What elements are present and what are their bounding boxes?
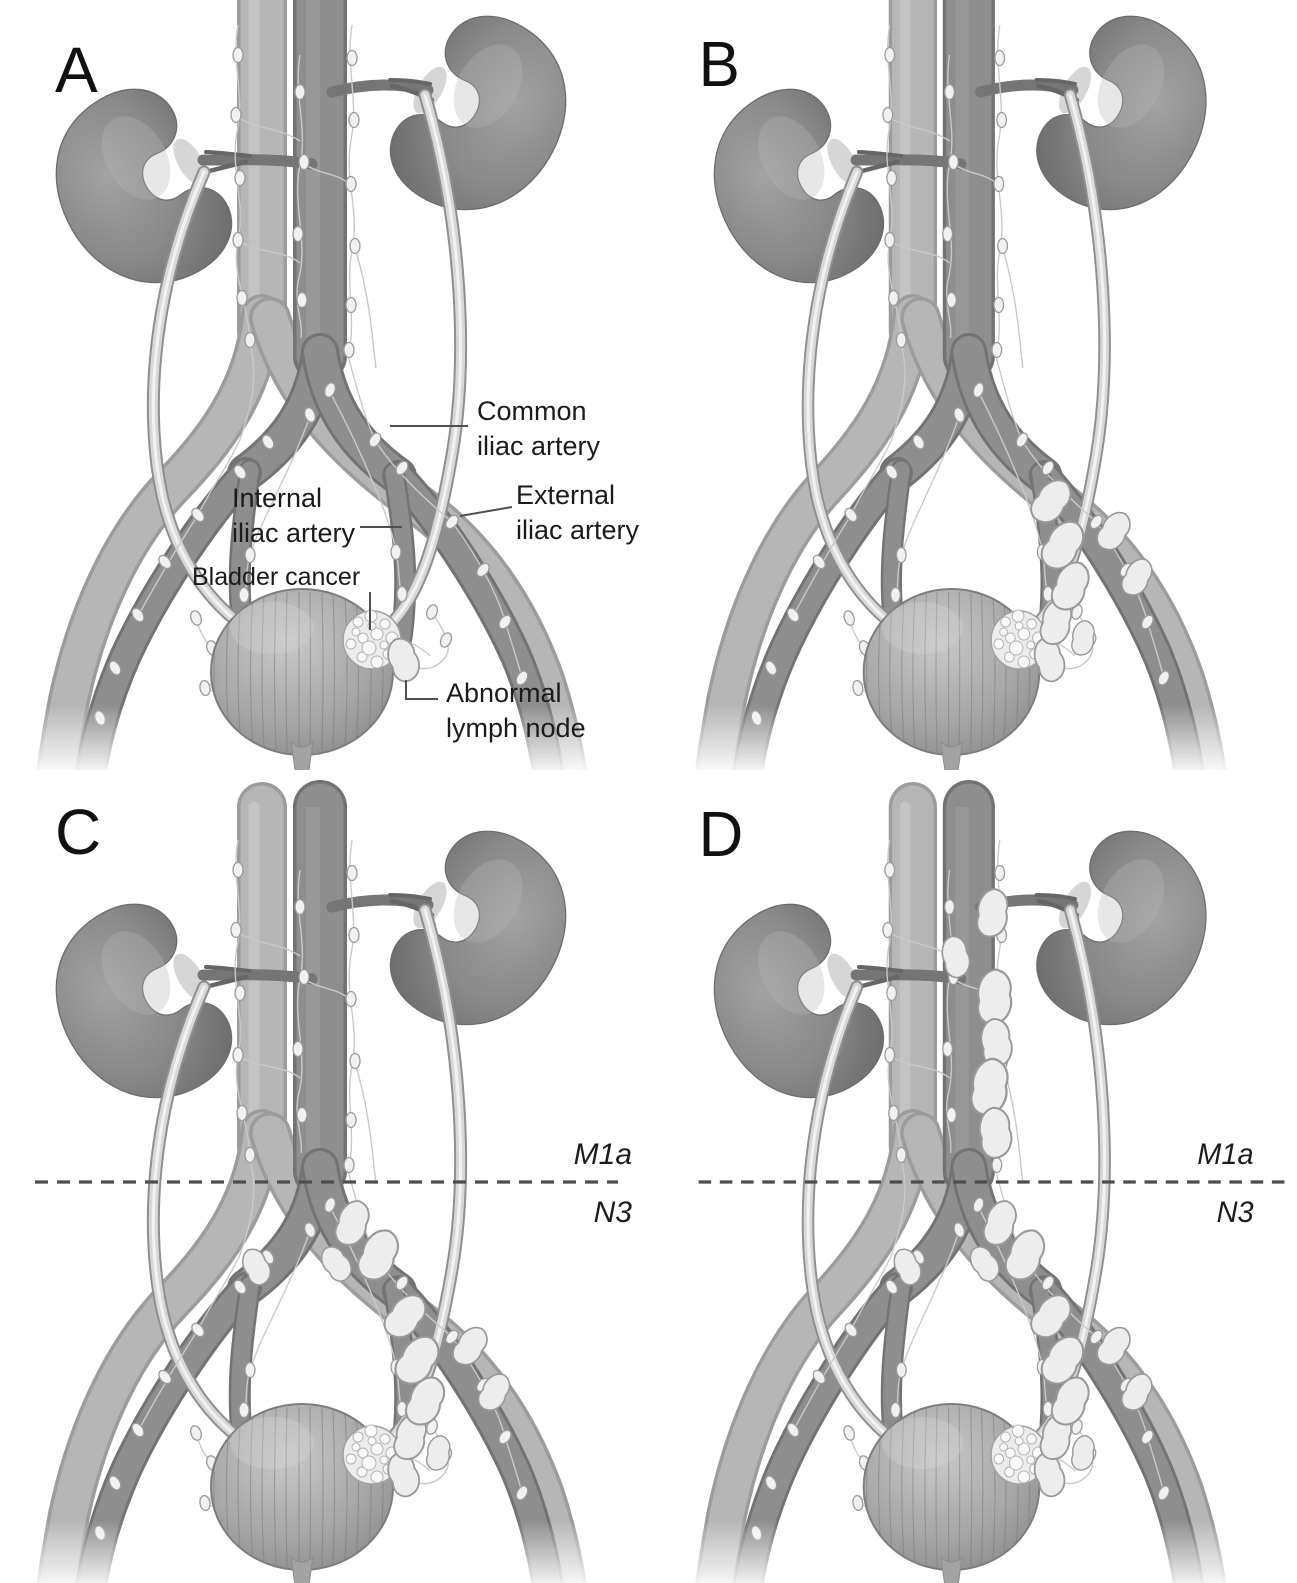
label-bladder-cancer: Bladder cancer <box>192 563 360 591</box>
label-abnormal-lymph-node: Abnormal lymph node <box>446 678 586 743</box>
anatomy-illustration-b <box>660 0 1297 770</box>
panel-d: M1a N3 D <box>660 770 1297 1583</box>
region-label-m1a: M1a <box>1197 1138 1253 1172</box>
region-label-n3: N3 <box>1217 1196 1255 1230</box>
label-external-iliac-artery: External iliac artery <box>516 480 640 545</box>
region-label-m1a: M1a <box>574 1138 632 1171</box>
anatomy-illustration-a <box>0 0 660 770</box>
leader-lines-a <box>360 425 513 700</box>
label-common-iliac-artery: Common iliac artery <box>477 396 601 461</box>
panel-letter-c: C <box>55 796 101 868</box>
panel-letter-b: B <box>699 29 740 100</box>
panel-letter-a: A <box>55 34 98 106</box>
panel-c: M1a N3 C <box>0 770 660 1583</box>
panel-a: Common iliac artery Internal iliac arter… <box>0 0 660 770</box>
panel-letter-d: D <box>699 799 744 870</box>
panel-b: B <box>660 0 1297 770</box>
label-internal-iliac-artery: Internal iliac artery <box>232 483 356 548</box>
region-label-n3: N3 <box>594 1196 633 1229</box>
anatomy-illustration-c <box>0 807 660 1583</box>
